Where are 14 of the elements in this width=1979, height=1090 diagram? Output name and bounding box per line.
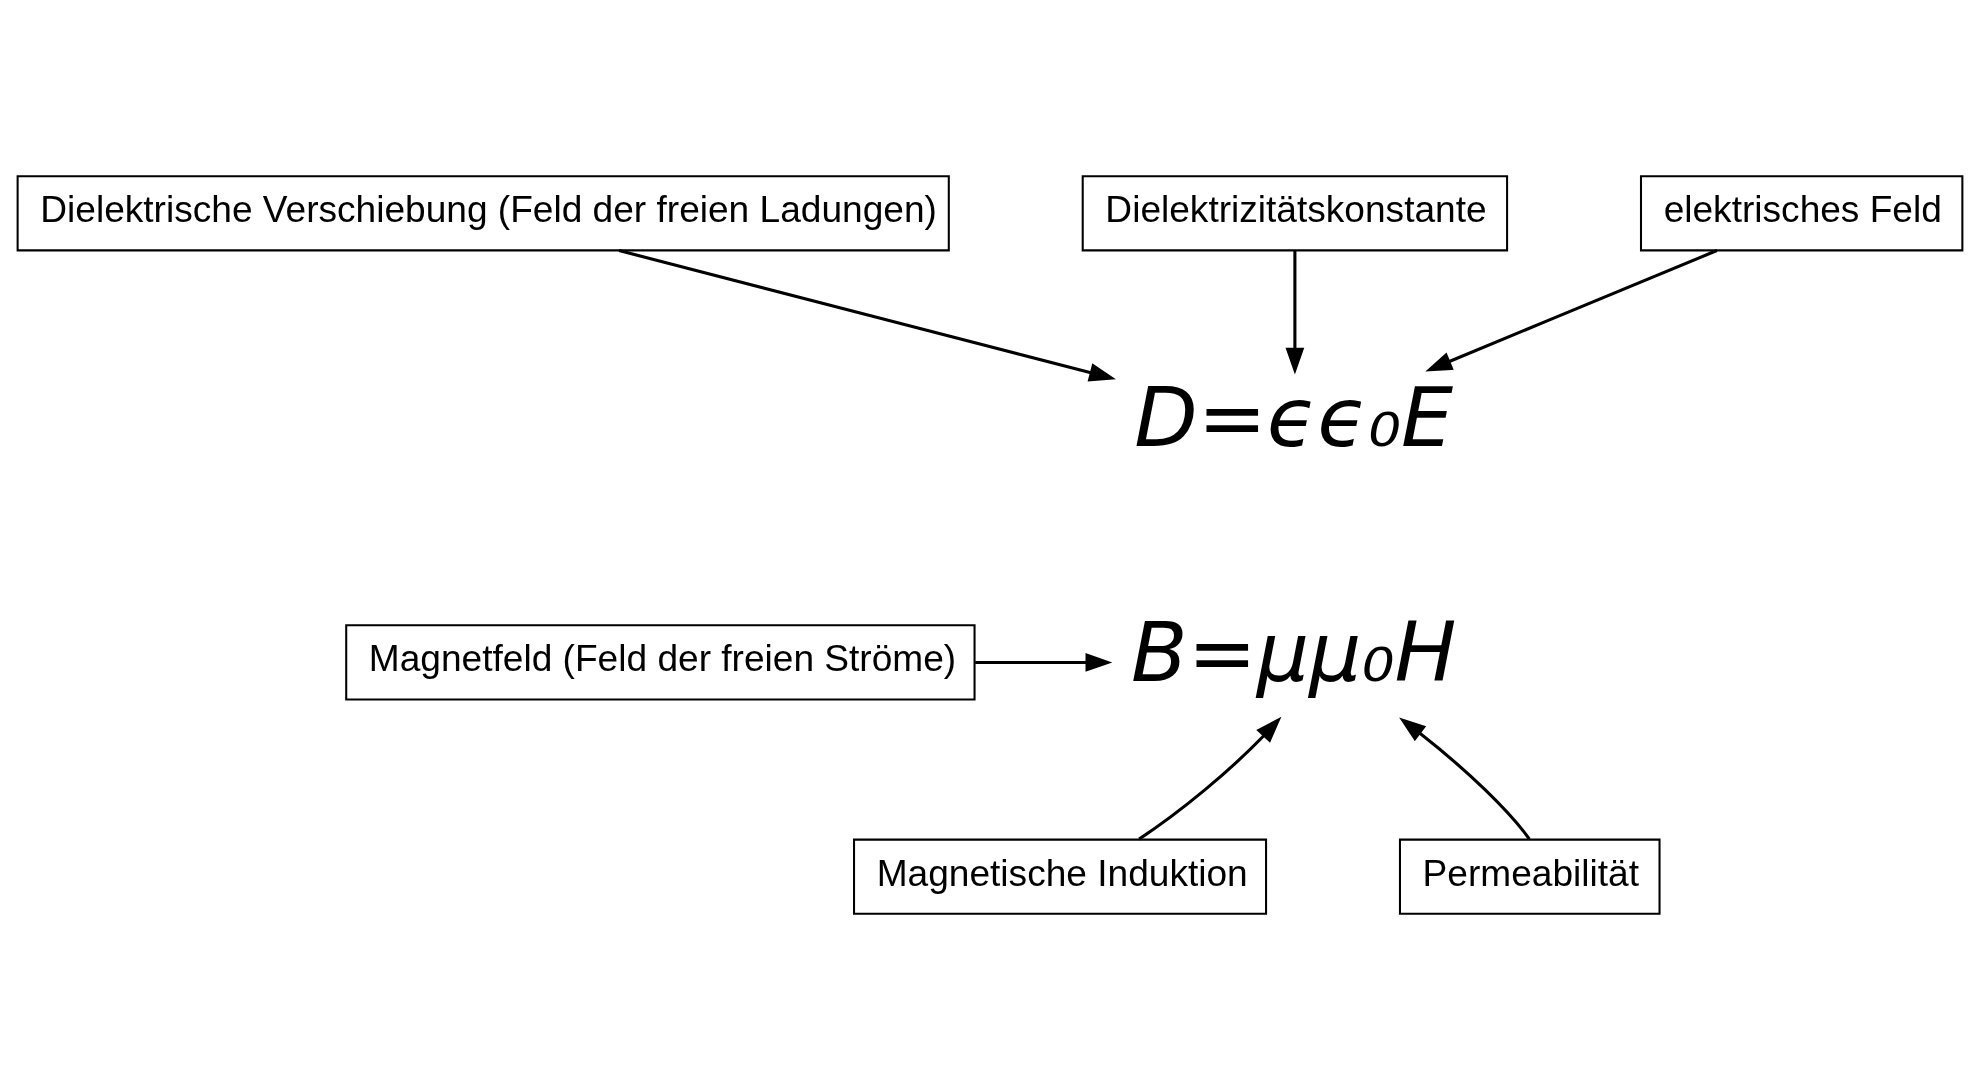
arrow	[974, 653, 1112, 672]
node-box: Dielektrizitätskonstante	[1081, 175, 1508, 252]
node-box: Magnetische Induktion	[852, 838, 1267, 915]
node-box: elektrisches Feld	[1639, 175, 1963, 252]
arrow	[1137, 716, 1281, 841]
node-text: B=μμ₀H	[1130, 604, 1457, 700]
arrow	[1285, 251, 1304, 375]
node-box: Magnetfeld (Feld der freien Ströme)	[344, 624, 976, 701]
arrow	[1424, 249, 1717, 372]
node-box: Dielektrische Verschiebung (Feld der freien Ladungen)	[16, 175, 950, 252]
node-box: Permeabilität	[1398, 838, 1661, 915]
arrow	[618, 249, 1116, 382]
node-text: D=ϵϵ₀E	[1133, 370, 1453, 466]
arrow	[1398, 717, 1531, 841]
